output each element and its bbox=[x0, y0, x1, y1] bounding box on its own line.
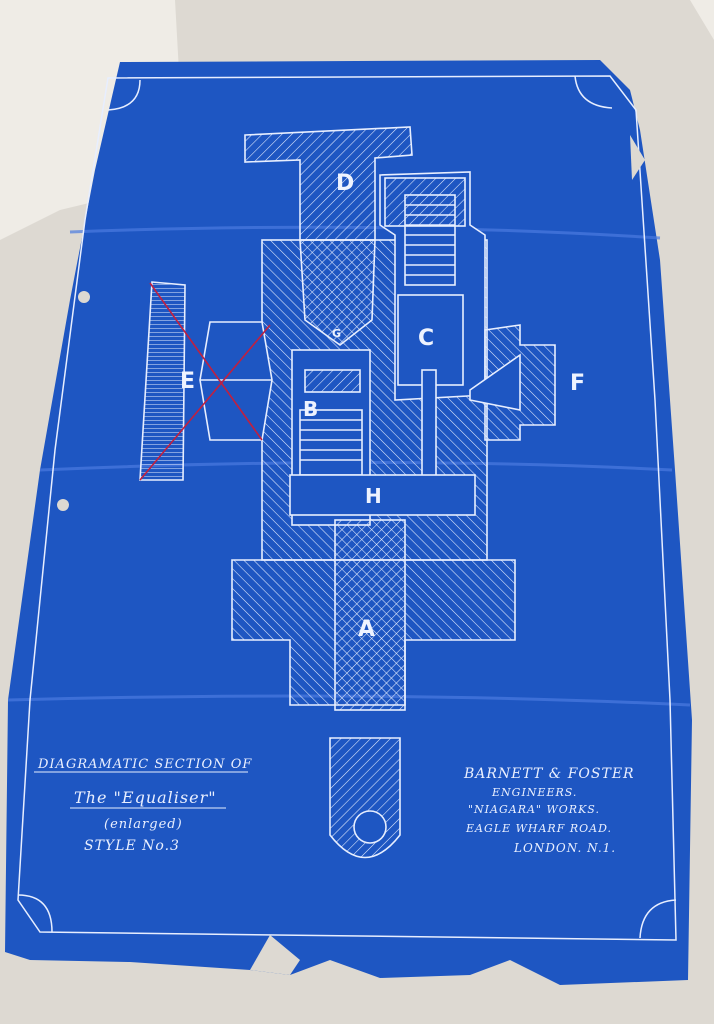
torn-edge-left bbox=[250, 935, 300, 975]
plunger-b bbox=[304, 369, 361, 393]
channel-h bbox=[289, 474, 476, 516]
inlet-bore-a bbox=[334, 519, 406, 711]
cap-c bbox=[384, 177, 466, 227]
corner-arc-top-left bbox=[107, 79, 141, 111]
background-paper-right bbox=[690, 0, 714, 40]
title-line-4: STYLE No.3 bbox=[84, 838, 180, 854]
sheet-border bbox=[17, 75, 677, 941]
maker-address: EAGLE WHARF ROAD. bbox=[465, 822, 612, 835]
maker-name: BARNETT & FOSTER bbox=[463, 766, 635, 782]
corner-arc-top-right bbox=[574, 75, 613, 109]
label-a: A bbox=[358, 617, 375, 642]
label-b: B bbox=[303, 397, 318, 421]
link-hole bbox=[353, 810, 387, 844]
title-line-1: DIAGRAMATIC SECTION OF bbox=[37, 757, 252, 772]
label-f: F bbox=[570, 371, 585, 396]
corner-arc-bottom-left bbox=[17, 894, 53, 933]
red-mark-2 bbox=[139, 324, 271, 481]
torn-edge-right bbox=[630, 135, 645, 180]
spring-c bbox=[404, 194, 456, 286]
title-line-2: The "Equaliser" bbox=[74, 788, 217, 807]
valve-section-drawing bbox=[139, 126, 556, 859]
red-mark-1 bbox=[149, 282, 263, 441]
label-e: E bbox=[180, 369, 195, 394]
stem-c bbox=[421, 369, 437, 491]
maker-works: "NIAGARA" WORKS. bbox=[468, 803, 600, 816]
label-h: H bbox=[365, 484, 382, 508]
label-d: D bbox=[336, 171, 354, 196]
nozzle-f bbox=[469, 353, 521, 411]
handwheel-e bbox=[139, 281, 186, 481]
maker-role: ENGINEERS. bbox=[491, 786, 577, 799]
punch-hole-upper bbox=[78, 291, 90, 303]
maker-city: LONDON. N.1. bbox=[513, 841, 616, 855]
title-line-3: (enlarged) bbox=[104, 817, 183, 832]
punch-hole-lower bbox=[57, 499, 69, 511]
label-g: G bbox=[332, 327, 341, 340]
hex-nut-e bbox=[199, 321, 273, 441]
label-c: C bbox=[418, 326, 434, 351]
spindle-d bbox=[299, 239, 376, 346]
corner-arc-bottom-right bbox=[639, 899, 677, 939]
